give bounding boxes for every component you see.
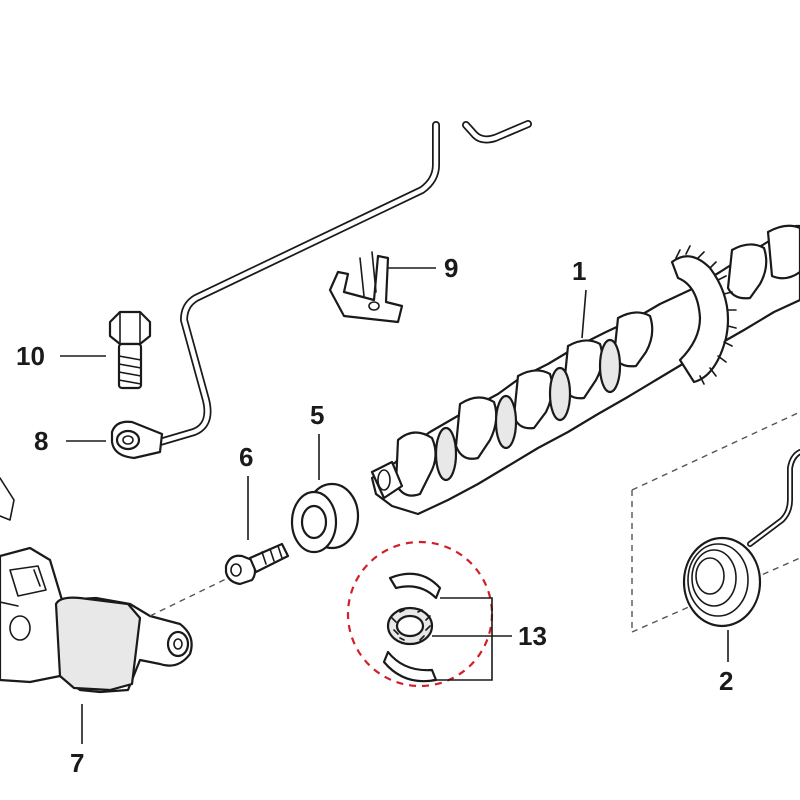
bolt-part-10 [108, 310, 152, 390]
callout-7: 7 [70, 748, 84, 778]
camshaft-part-1 [370, 224, 800, 516]
oil-pipe [156, 120, 532, 446]
callout-2: 2 [719, 666, 733, 696]
seal-ring-part-5 [290, 482, 360, 554]
bracket-clip-part-9 [328, 251, 404, 324]
leader-lines [60, 267, 729, 744]
screw-part-6 [224, 542, 290, 586]
spring-part-2 [682, 449, 800, 628]
housing-part-7 [0, 477, 229, 694]
callout-10: 10 [16, 341, 45, 371]
banjo-fitting-part-8 [110, 420, 164, 460]
callout-1: 1 [572, 256, 586, 286]
callout-13: 13 [518, 621, 547, 651]
callout-5: 5 [310, 400, 324, 430]
callout-9: 9 [444, 253, 458, 283]
callout-labels: 1 2 5 6 7 8 9 10 13 [16, 253, 733, 778]
callout-8: 8 [34, 426, 48, 456]
callout-6: 6 [239, 442, 253, 472]
bearing-set-part-13 [346, 540, 494, 688]
